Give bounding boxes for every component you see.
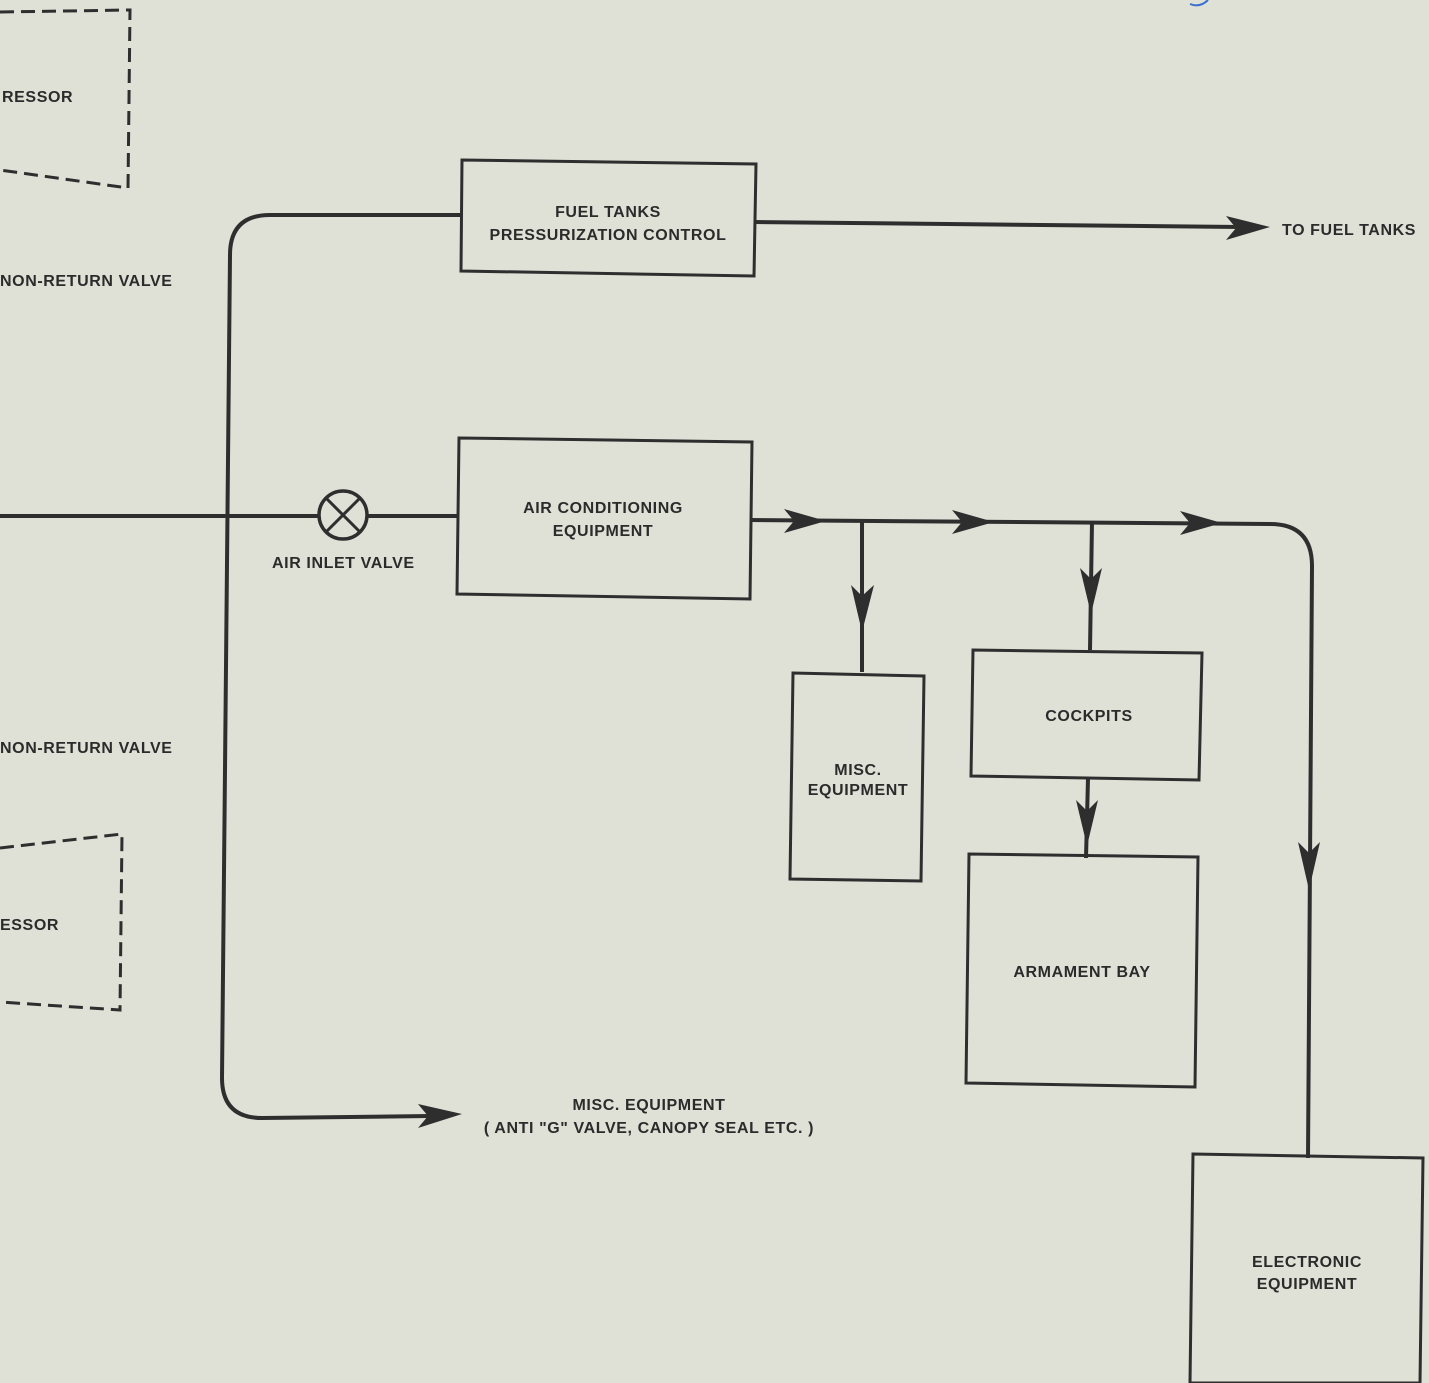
arrow-to-fuel-tanks bbox=[1226, 216, 1270, 240]
pipe-to-fuel-tanks bbox=[754, 220, 1241, 229]
misc-equipment-output-line2: ( ANTI "G" VALVE, CANOPY SEAL ETC. ) bbox=[484, 1120, 814, 1137]
air-conditioning-equipment-box: AIR CONDITIONING EQUIPMENT bbox=[455, 436, 754, 601]
cockpits-label: COCKPITS bbox=[1045, 708, 1132, 725]
armament-bay-label: ARMAMENT BAY bbox=[1013, 964, 1150, 981]
pipe-trunk bbox=[220, 213, 462, 1120]
arrow-down-misc bbox=[851, 585, 874, 632]
air-conditioning-line1: AIR CONDITIONING bbox=[523, 500, 683, 517]
arrow-ac-outlet-3 bbox=[1180, 511, 1222, 535]
misc-equipment-output-line1: MISC. EQUIPMENT bbox=[572, 1097, 725, 1114]
electronic-equipment-line1: ELECTRONIC bbox=[1252, 1254, 1362, 1271]
fuel-tanks-control-line2: PRESSURIZATION CONTROL bbox=[490, 227, 727, 244]
non-return-valve-lower-label: NON-RETURN VALVE bbox=[0, 740, 173, 757]
electronic-equipment-line2: EQUIPMENT bbox=[1257, 1276, 1358, 1293]
misc-equipment-box: MISC. EQUIPMENT bbox=[788, 671, 926, 883]
compressor-lower: ESSOR bbox=[0, 832, 124, 1012]
arrow-ac-outlet-1 bbox=[784, 509, 826, 533]
compressor-lower-label: ESSOR bbox=[0, 917, 59, 934]
non-return-valve-upper-label: NON-RETURN VALVE bbox=[0, 273, 173, 290]
arrow-down-electronic bbox=[1298, 842, 1320, 890]
compressor-upper: RESSOR bbox=[0, 8, 132, 190]
air-inlet-valve-label: AIR INLET VALVE bbox=[272, 555, 415, 572]
compressor-upper-label: RESSOR bbox=[2, 89, 73, 106]
pipe-ac-outlet bbox=[749, 518, 1314, 1159]
arrow-down-cockpits bbox=[1080, 568, 1102, 614]
to-fuel-tanks-label: TO FUEL TANKS bbox=[1282, 222, 1416, 239]
air-conditioning-line2: EQUIPMENT bbox=[553, 523, 654, 540]
arrow-to-misc-output bbox=[418, 1104, 462, 1128]
arrow-ac-outlet-2 bbox=[952, 510, 994, 534]
fuel-tanks-pressurization-control-box: FUEL TANKS PRESSURIZATION CONTROL bbox=[459, 158, 758, 278]
misc-equipment-line1: MISC. bbox=[834, 762, 881, 779]
blue-ink-mark bbox=[1189, 0, 1209, 7]
air-inlet-valve-icon bbox=[317, 489, 369, 541]
electronic-equipment-box: ELECTRONIC EQUIPMENT bbox=[1188, 1152, 1425, 1383]
misc-equipment-line2: EQUIPMENT bbox=[808, 782, 909, 799]
armament-bay-box: ARMAMENT BAY bbox=[964, 852, 1200, 1089]
arrow-down-armament bbox=[1076, 800, 1098, 846]
fuel-tanks-control-line1: FUEL TANKS bbox=[555, 204, 661, 221]
cockpits-box: COCKPITS bbox=[969, 648, 1204, 782]
